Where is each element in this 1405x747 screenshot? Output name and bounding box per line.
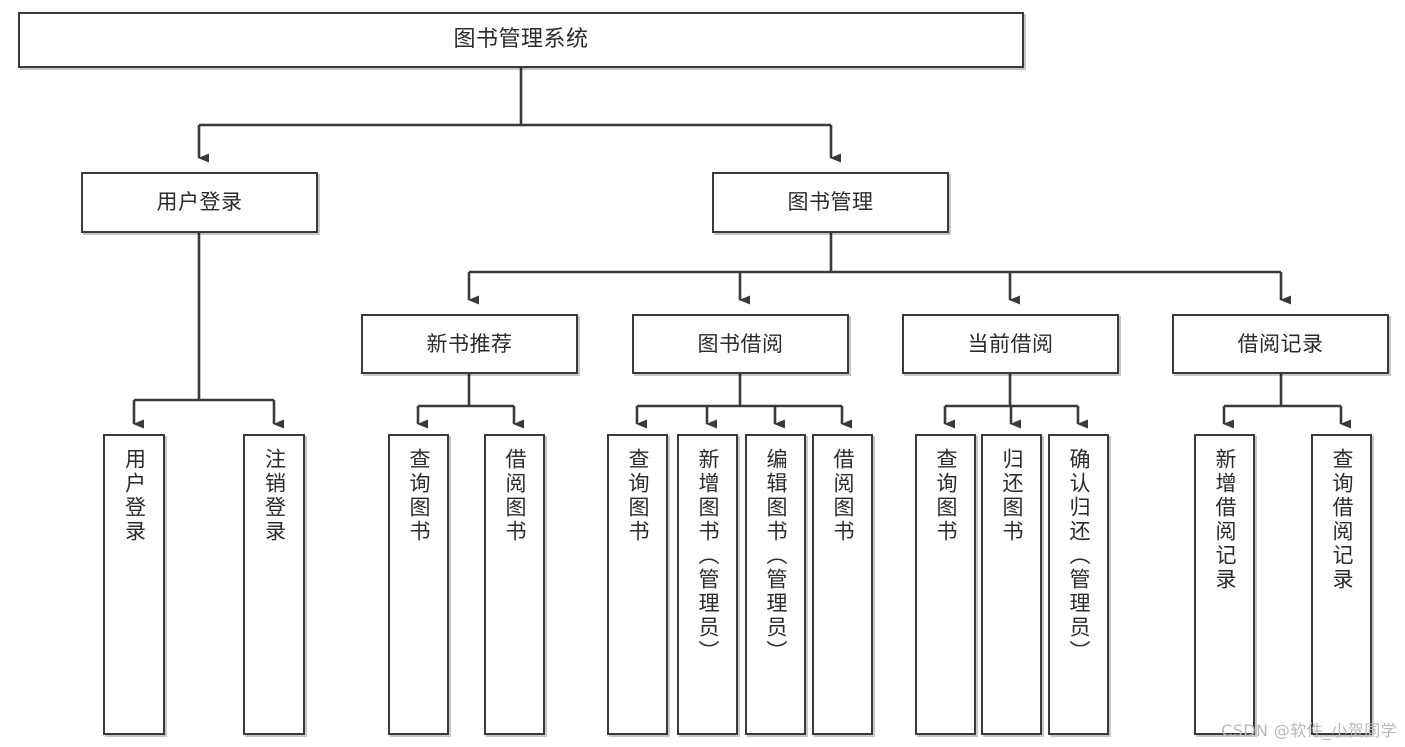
node-label: 编辑图书（管理员） <box>764 448 788 664</box>
node-label: 确认归还（管理员） <box>1067 448 1091 664</box>
node-leaf-query-book-current[interactable]: 查询图书 <box>915 434 976 735</box>
node-label: 借阅图书 <box>503 448 527 544</box>
node-current-borrow[interactable]: 当前借阅 <box>902 314 1119 374</box>
node-book-management[interactable]: 图书管理 <box>712 172 949 233</box>
node-leaf-add-borrow-record[interactable]: 新增借阅记录 <box>1194 434 1255 735</box>
node-leaf-borrow-book-recommend[interactable]: 借阅图书 <box>484 434 545 735</box>
node-leaf-query-book-borrow[interactable]: 查询图书 <box>607 434 668 735</box>
node-leaf-edit-book[interactable]: 编辑图书（管理员） <box>745 434 806 735</box>
node-system-root[interactable]: 图书管理系统 <box>18 12 1024 68</box>
node-leaf-query-borrow-record[interactable]: 查询借阅记录 <box>1311 434 1372 735</box>
node-label: 借阅图书 <box>831 448 855 544</box>
node-user-login[interactable]: 用户登录 <box>81 172 318 233</box>
node-label: 新增借阅记录 <box>1213 448 1237 592</box>
node-label: 当前借阅 <box>967 331 1054 356</box>
node-label: 图书借阅 <box>697 331 784 356</box>
node-leaf-add-book[interactable]: 新增图书（管理员） <box>677 434 738 735</box>
node-label: 图书管理系统 <box>453 27 589 53</box>
node-label: 用户登录 <box>122 448 147 544</box>
node-leaf-user-login[interactable]: 用户登录 <box>103 434 165 735</box>
node-label: 查询图书 <box>407 448 431 544</box>
node-leaf-query-book-recommend[interactable]: 查询图书 <box>388 434 449 735</box>
node-new-book-recommend[interactable]: 新书推荐 <box>361 314 578 374</box>
node-label: 查询借阅记录 <box>1330 448 1354 592</box>
node-label: 注销登录 <box>262 448 287 544</box>
node-label: 新增图书（管理员） <box>696 448 720 664</box>
node-label: 查询图书 <box>934 448 958 544</box>
node-label: 归还图书 <box>1000 448 1024 544</box>
node-label: 新书推荐 <box>426 331 513 356</box>
node-leaf-borrow-book[interactable]: 借阅图书 <box>812 434 873 735</box>
node-label: 借阅记录 <box>1237 331 1324 356</box>
node-label: 查询图书 <box>626 448 650 544</box>
node-borrow-record[interactable]: 借阅记录 <box>1172 314 1389 374</box>
node-leaf-return-book[interactable]: 归还图书 <box>981 434 1042 735</box>
node-book-borrow[interactable]: 图书借阅 <box>632 314 849 374</box>
node-leaf-confirm-return[interactable]: 确认归还（管理员） <box>1048 434 1109 735</box>
node-leaf-logout-login[interactable]: 注销登录 <box>243 434 305 735</box>
watermark-text: CSDN @软件_小贺同学 <box>1221 721 1397 740</box>
node-label: 用户登录 <box>156 190 243 215</box>
node-label: 图书管理 <box>787 190 874 215</box>
